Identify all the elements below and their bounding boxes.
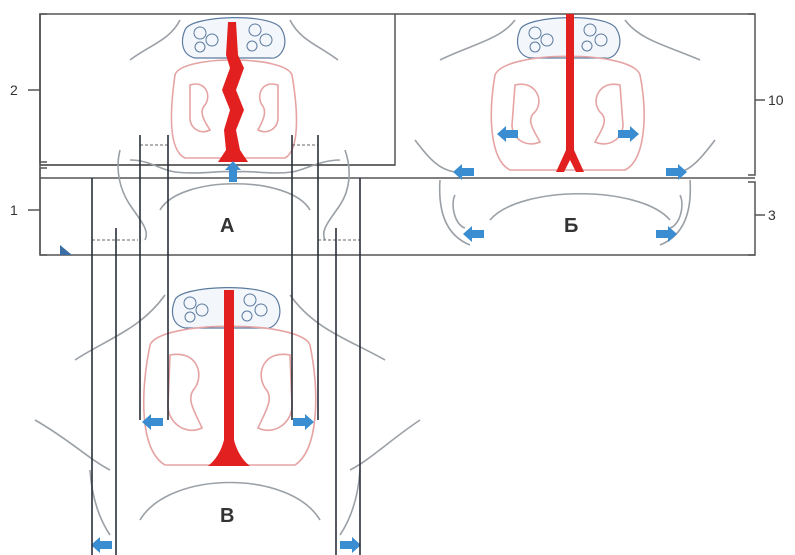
left-arrow-icon: [497, 126, 518, 142]
label-10: 10: [768, 92, 784, 108]
panel-a: А: [92, 18, 360, 240]
label-2: 2: [10, 82, 18, 98]
label-1: 1: [10, 202, 18, 218]
right-arrow-icon: [656, 226, 677, 242]
right-arrow-icon: [340, 537, 361, 553]
panel-a-label: А: [220, 215, 234, 237]
panel-v-label: В: [220, 505, 234, 527]
panel-b-label: Б: [564, 215, 578, 237]
panel-b: Б: [415, 14, 715, 245]
right-arrow-icon: [293, 414, 314, 430]
left-arrow-icon: [463, 226, 484, 242]
label-3: 3: [768, 207, 776, 223]
right-arrow-icon: [618, 126, 639, 142]
left-arrow-icon: [91, 537, 112, 553]
frame-lines: [28, 14, 765, 255]
